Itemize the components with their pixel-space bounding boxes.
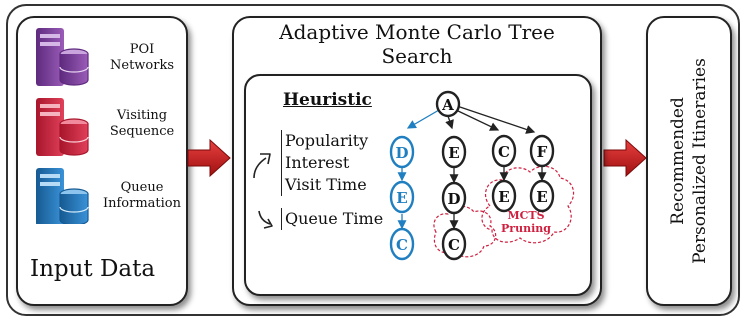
output-title-line: Recommended bbox=[668, 97, 688, 225]
arrow-right-icon bbox=[187, 138, 231, 178]
tree-node-c: C bbox=[491, 134, 517, 168]
svg-text:C: C bbox=[396, 236, 408, 254]
tree-node-e-pruned-2: E bbox=[529, 179, 555, 213]
database-server-icon bbox=[36, 28, 89, 86]
database-server-icon bbox=[36, 168, 89, 224]
heuristic-item: Queue Time bbox=[285, 209, 384, 228]
title-line: Search bbox=[381, 44, 453, 68]
tree-node-d-blue: D bbox=[389, 135, 415, 169]
svg-text:D: D bbox=[447, 190, 460, 208]
svg-text:E: E bbox=[498, 188, 509, 206]
heuristic-item: Visit Time bbox=[285, 175, 367, 194]
curved-up-arrow-icon bbox=[253, 153, 271, 179]
input-icons bbox=[36, 28, 89, 224]
svg-text:A: A bbox=[441, 96, 454, 114]
tree-node-d: D bbox=[441, 181, 467, 215]
arrow-right-icon bbox=[603, 138, 647, 178]
mcts-tree: MCTS Pruning A D E C E D C bbox=[389, 90, 575, 261]
input-label-poi: POI Networks bbox=[110, 42, 174, 74]
pruning-label: Pruning bbox=[501, 222, 551, 235]
curved-down-arrow-icon bbox=[258, 210, 273, 229]
heuristic-title: Heuristic bbox=[283, 90, 372, 110]
svg-text:C: C bbox=[498, 143, 510, 161]
svg-text:E: E bbox=[396, 189, 407, 207]
label-line: Networks bbox=[110, 58, 175, 73]
output-title-line: Personalized Itineraries bbox=[690, 58, 710, 264]
output-panel bbox=[646, 16, 732, 306]
input-label-queue: Queue Information bbox=[102, 180, 182, 212]
svg-text:F: F bbox=[537, 143, 548, 161]
mcts-title: Adaptive Monte Carlo Tree Search bbox=[232, 20, 602, 68]
heuristic-item: Interest bbox=[285, 153, 350, 172]
tree-node-e: E bbox=[441, 135, 467, 169]
tree-node-f: F bbox=[529, 134, 555, 168]
heuristic-item: Popularity bbox=[285, 131, 369, 150]
pruning-label: MCTS bbox=[507, 209, 544, 222]
svg-text:D: D bbox=[395, 144, 408, 162]
label-line: Sequence bbox=[109, 124, 175, 139]
label-line: Visiting bbox=[116, 108, 168, 123]
tree-node-e-blue: E bbox=[389, 180, 415, 214]
tree-edges bbox=[397, 105, 547, 230]
svg-text:E: E bbox=[448, 144, 459, 162]
tree-node-e-pruned: E bbox=[491, 179, 517, 213]
heuristic-up-list: Popularity Interest Visit Time bbox=[281, 130, 368, 196]
tree-node-c-blue: C bbox=[389, 227, 415, 261]
heuristic-down-item: Queue Time bbox=[281, 208, 383, 230]
label-line: Information bbox=[102, 196, 182, 211]
input-label-visiting: Visiting Sequence bbox=[104, 108, 180, 140]
svg-text:E: E bbox=[536, 188, 547, 206]
tree-node-c-pruned: C bbox=[441, 227, 467, 261]
title-line: Adaptive Monte Carlo Tree bbox=[279, 20, 555, 44]
output-title: Recommended Personalized Itineraries bbox=[668, 58, 710, 264]
label-line: Queue bbox=[120, 180, 164, 195]
label-line: POI bbox=[129, 42, 155, 57]
database-server-icon bbox=[36, 98, 89, 156]
tree-node-a: A bbox=[435, 90, 461, 118]
svg-text:C: C bbox=[448, 236, 460, 254]
input-data-title: Input Data bbox=[30, 256, 156, 282]
